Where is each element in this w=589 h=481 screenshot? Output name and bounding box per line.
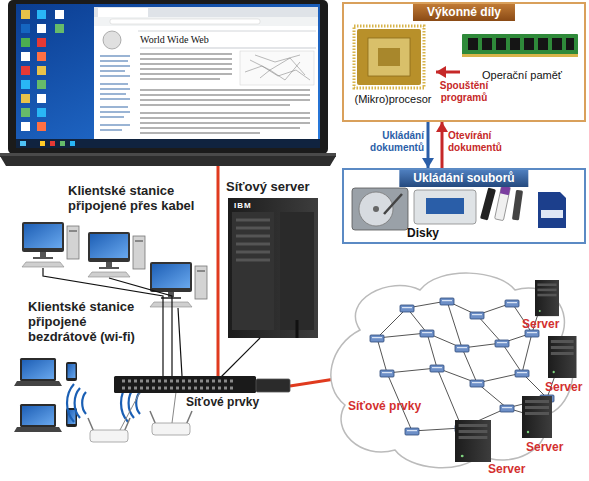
- server-tower: [218, 198, 318, 380]
- group-label: Klientské stanice připojené bezdrátově (…: [28, 300, 158, 345]
- wired-computers: [22, 222, 207, 307]
- server-label: Server: [526, 441, 576, 455]
- device-label: Síťové prvky: [186, 396, 276, 410]
- component-box: Disky: [348, 188, 498, 240]
- network-switch: [114, 376, 290, 393]
- group-label: Klientské stanice připojené přes kabel: [68, 184, 218, 214]
- processor-chip: [354, 26, 424, 88]
- server-label: Server: [545, 381, 589, 395]
- panel-heading: Výkonné díly: [413, 4, 515, 21]
- servers: [455, 280, 576, 462]
- network-links: [377, 285, 562, 440]
- flow-arrow: [436, 71, 460, 74]
- disk-drives: [352, 186, 566, 230]
- network-cloud: [331, 273, 573, 468]
- panel-box: Výkonné díly (Mikro)procesor Operační pamě…: [342, 2, 586, 122]
- edge-label: Ukládání dokumentů: [346, 130, 424, 154]
- server-label: Server: [522, 318, 572, 332]
- page-heading: World Wide Web: [140, 34, 240, 46]
- flow-arrow: [441, 122, 444, 168]
- panel-heading: Ukládání souborů: [399, 170, 528, 187]
- component-label: Disky: [348, 227, 498, 240]
- brand-mark: IBM: [234, 201, 264, 210]
- wifi-router: [88, 392, 192, 442]
- flow-arrow: [427, 122, 430, 168]
- component-box: Operační paměť: [460, 30, 584, 82]
- device-label: Síťový server: [226, 180, 336, 195]
- component-box: (Mikro)procesor: [350, 26, 436, 106]
- component-label: (Mikro)procesor: [350, 93, 436, 106]
- edge-label: Otevírání dokumentů: [448, 130, 532, 154]
- device-label: Síťové prvky: [348, 400, 438, 414]
- panel-box: Ukládání souborůDisky: [342, 168, 586, 244]
- server-label: Server: [488, 463, 538, 477]
- memory-module: [462, 34, 578, 57]
- edge-label: Spouštění programů: [437, 80, 491, 104]
- laptop: [0, 0, 336, 166]
